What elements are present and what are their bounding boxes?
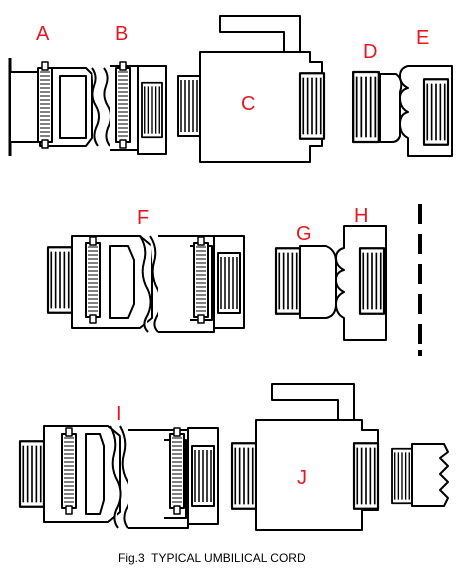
junction-box-j	[230, 383, 380, 531]
label-f: F	[137, 207, 149, 229]
label-c: C	[241, 93, 255, 115]
hose-assembly-f	[46, 235, 245, 333]
label-e: E	[416, 27, 429, 49]
label-h: H	[354, 205, 368, 227]
label-a: A	[36, 23, 50, 45]
hose-assembly-i	[18, 425, 219, 529]
label-g: G	[296, 223, 312, 245]
connector-a	[8, 58, 93, 156]
connector-d	[351, 70, 403, 144]
hose-section-b	[91, 61, 167, 155]
coupler-e	[399, 65, 453, 157]
junction-box-c	[176, 15, 326, 163]
label-d: D	[363, 41, 377, 63]
label-i: I	[116, 403, 122, 425]
cut-end-connector	[390, 443, 449, 507]
figure-caption: Fig.3 TYPICAL UMBILICAL CORD	[118, 551, 306, 565]
label-j: J	[297, 467, 307, 489]
label-b: B	[115, 23, 128, 45]
coupler-h	[335, 225, 387, 341]
connector-g	[274, 245, 337, 319]
